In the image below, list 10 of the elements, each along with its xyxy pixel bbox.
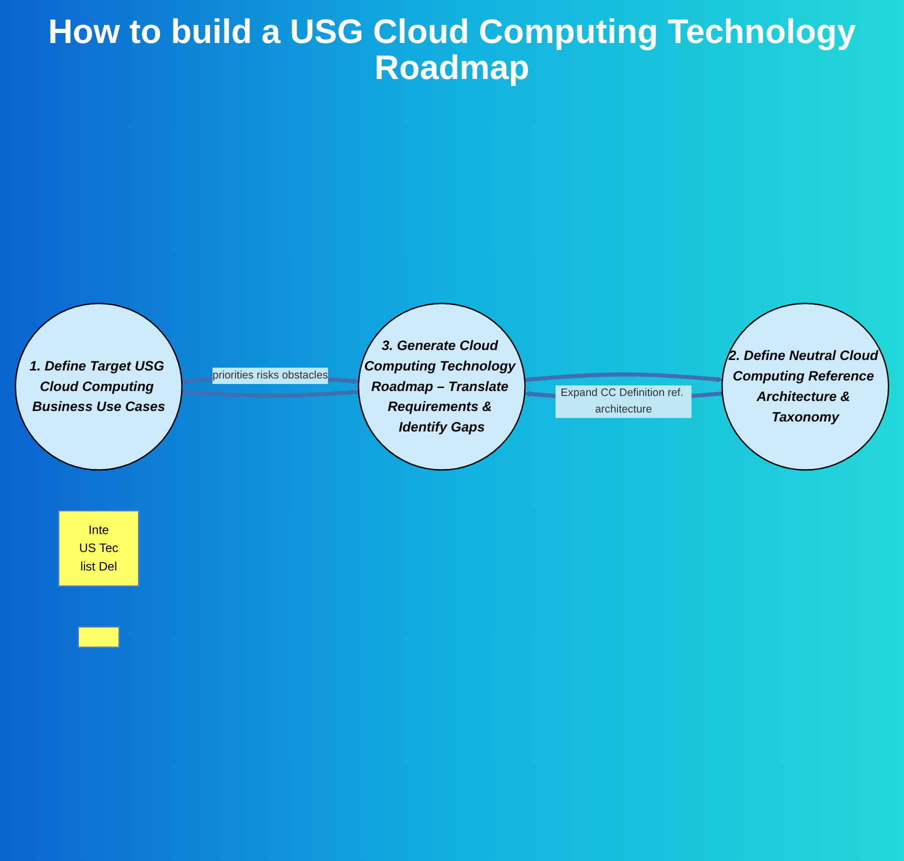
diagram-title: How to build a USG Cloud Computing Technology Roadmap [47,14,857,86]
arrow [182,388,359,398]
node-box [78,626,120,648]
node-circle: 1. Define Target USG Cloud Computing Business Use Cases [14,302,183,470]
arrow [524,372,723,382]
node-circle: 2. Define Neutral Cloud Computing Reference Architecture & Taxonomy [721,302,890,470]
edge-label: Expand CC Definition ref. architecture [560,387,684,415]
edge-label: priorities risks obstacles [212,369,328,381]
node-circle: 3. Generate Cloud Computing Technology Roadmap – Translate Requirements & Identify Gaps [358,302,526,470]
node-box: Inte US Tec list Del [58,510,140,586]
